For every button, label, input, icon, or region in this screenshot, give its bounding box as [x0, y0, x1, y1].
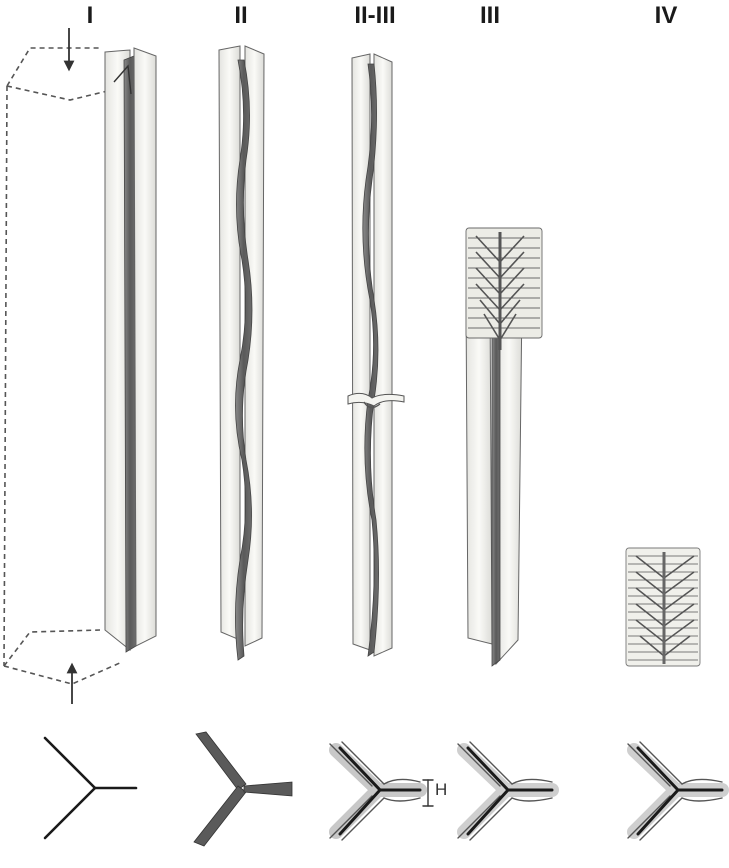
- straight-web: [492, 318, 500, 666]
- dashed-tube-outline: [4, 48, 122, 684]
- stage-3-column: [466, 228, 542, 666]
- cross-section-1: [45, 738, 136, 838]
- panel-front: [134, 48, 156, 646]
- cross-section-2-3: [330, 742, 433, 840]
- stage-2-column: [219, 46, 264, 660]
- stage-2-3-column: [348, 54, 404, 656]
- cross-section-3: [458, 742, 552, 840]
- stage-4-folded-block: [626, 548, 700, 666]
- height-dimension-label: H: [435, 780, 447, 800]
- folded-lobes-top: [466, 228, 542, 350]
- cross-section-2: [194, 732, 292, 846]
- cross-section-4: [628, 742, 722, 840]
- stage-1-column: [4, 28, 156, 704]
